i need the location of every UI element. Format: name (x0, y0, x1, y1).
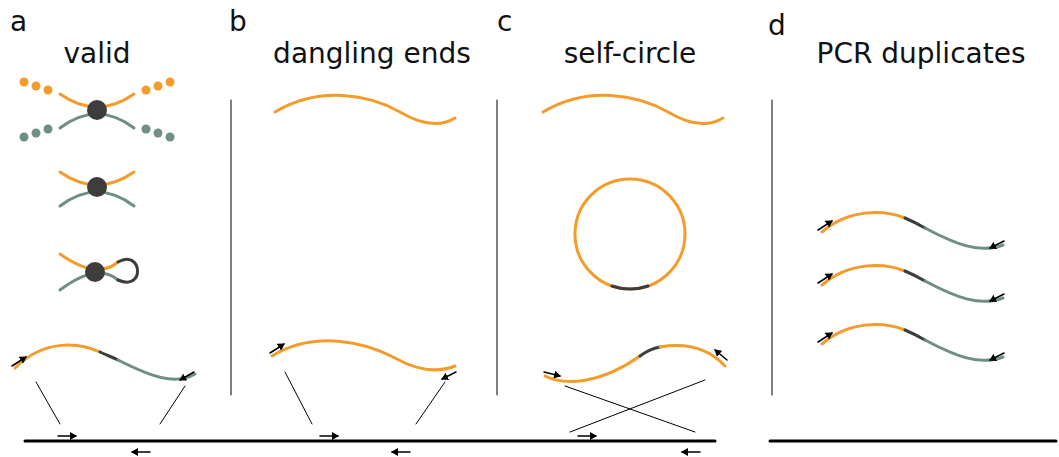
panel-title: valid (63, 40, 130, 68)
panel-title: self-circle (564, 40, 697, 68)
panel-letter: b (229, 8, 247, 36)
panel-letter: a (10, 8, 27, 36)
panel-letter: d (768, 12, 786, 40)
panel-title: dangling ends (273, 40, 471, 68)
panel-letter: c (497, 8, 512, 36)
panel-title: PCR duplicates (817, 40, 1026, 68)
